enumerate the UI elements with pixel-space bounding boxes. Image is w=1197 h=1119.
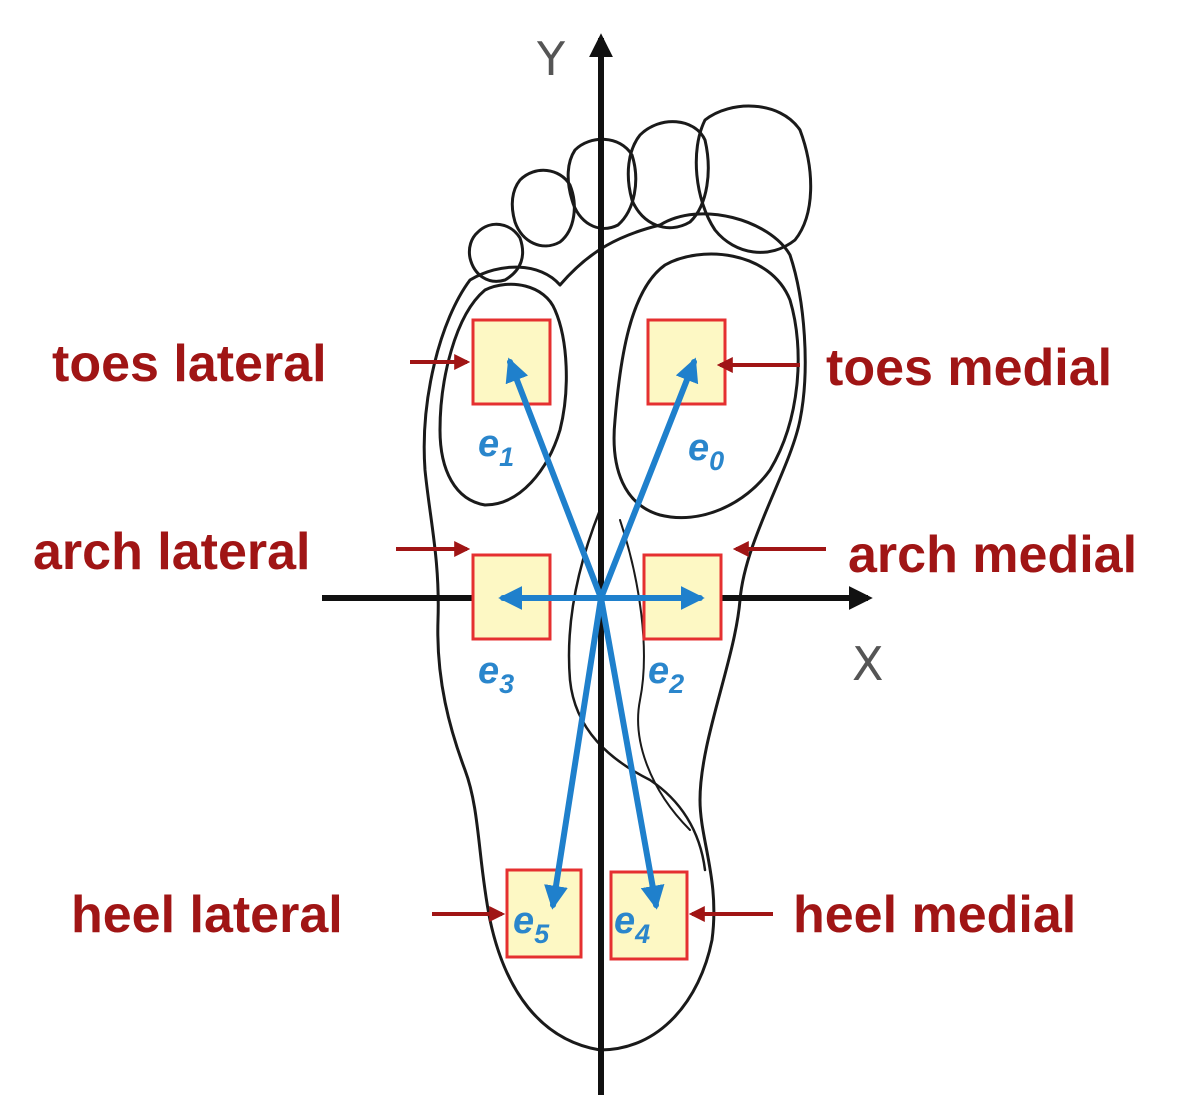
vector-e5 <box>544 595 604 910</box>
fourth-toe <box>510 168 576 248</box>
vector-label-e2: e2 <box>648 650 684 699</box>
foot-outline <box>422 104 813 1052</box>
label-arch-medial: arch medial <box>848 526 1137 584</box>
sensor-toes-medial <box>646 318 727 406</box>
vector-label-e0: e0 <box>688 427 724 476</box>
sensor-heel-lateral <box>505 868 583 959</box>
vector-label-e1: e1 <box>478 423 514 472</box>
x-axis-label: X <box>852 637 884 691</box>
vector-label-e4: e4 <box>614 900 650 949</box>
label-heel-medial: heel medial <box>793 886 1076 944</box>
second-toe <box>626 120 710 230</box>
vector-label-e5: e5 <box>513 900 550 949</box>
y-axis-label: Y <box>536 32 566 86</box>
pointer-arrows <box>396 354 826 922</box>
fifth-toe <box>467 222 525 283</box>
direction-vectors <box>498 357 705 910</box>
big-toe <box>694 104 813 254</box>
vector-label-e3: e3 <box>478 650 514 699</box>
label-heel-lateral: heel lateral <box>71 886 343 944</box>
ball-pad-medial <box>612 252 800 520</box>
sole-outline <box>422 212 807 1052</box>
arch-crease <box>567 508 707 872</box>
label-arch-lateral: arch lateral <box>33 523 311 581</box>
coordinate-axes <box>322 33 873 1095</box>
label-toes-lateral: toes lateral <box>52 335 327 393</box>
ball-pad-lateral <box>438 282 568 507</box>
arch-crease-2 <box>619 519 691 831</box>
third-toe <box>566 137 638 230</box>
vector-e4 <box>598 595 665 910</box>
vector-e1 <box>505 357 604 601</box>
label-toes-medial: toes medial <box>826 339 1112 397</box>
vector-e0 <box>598 357 699 601</box>
